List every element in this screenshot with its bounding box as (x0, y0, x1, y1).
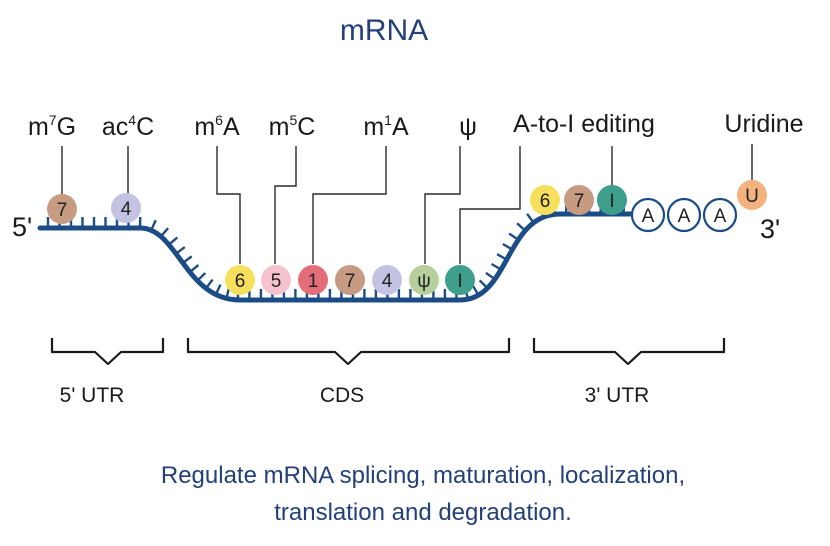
circle-cds-inosine-fill (445, 265, 475, 295)
circle-uridine-fill (737, 180, 767, 210)
caption-line-1: Regulate mRNA splicing, maturation, loca… (161, 462, 685, 489)
label-m7g: m7G (28, 112, 76, 141)
poly-a-2-ring (666, 197, 702, 233)
circle-cds-m1a-fill (298, 265, 328, 295)
circle-3utr-m7g: 7 (564, 185, 594, 215)
circle-cds-m5c-fill (261, 265, 291, 295)
leader-m5c (274, 146, 297, 264)
circle-cds-inosine-label: I (457, 271, 462, 292)
poly-a-3-ring (702, 197, 738, 233)
label-uridine: Uridine (724, 110, 803, 138)
poly-a-1-ring (630, 197, 666, 233)
circle-cds-m1a-label: 1 (308, 271, 319, 292)
circle-5utr-m7g: 7 (47, 194, 77, 224)
circle-cds-m5c-label: 5 (271, 271, 282, 292)
leader-a-to-i-cds (459, 146, 521, 264)
circle-uridine: U (737, 180, 767, 210)
label-m5c: m5C (269, 112, 316, 141)
circle-cds-pseudouridine: ψ (409, 265, 439, 295)
circle-cds-m7g-fill (335, 265, 365, 295)
label-m1a: m1A (363, 112, 409, 141)
region-label-cds: CDS (320, 384, 364, 407)
circle-5utr-ac4c: 4 (111, 193, 141, 223)
circle-cds-ac4c-label: 4 (382, 271, 393, 292)
brace-cds (186, 338, 511, 366)
poly-a-3: A (702, 197, 738, 233)
five-prime-label: 5' (12, 212, 32, 242)
brace-5utr (50, 338, 165, 366)
circle-3utr-inosine: I (597, 185, 627, 215)
circle-3utr-inosine-fill (597, 185, 627, 215)
circle-5utr-ac4c-fill (111, 193, 141, 223)
circle-cds-m7g: 7 (335, 265, 365, 295)
label-pseudouridine: ψ (459, 113, 477, 141)
circle-cds-m6a-fill (225, 265, 255, 295)
poly-a-2: A (666, 197, 702, 233)
circle-cds-pseudouridine-fill (409, 265, 439, 295)
poly-a-2-label: A (678, 206, 691, 227)
circle-3utr-m6a-fill (530, 185, 560, 215)
circle-3utr-m6a: 6 (530, 185, 560, 215)
leader-pseudouridine (424, 146, 461, 264)
poly-a-1: A (630, 197, 666, 233)
circle-cds-m6a: 6 (225, 265, 255, 295)
leader-m1a (312, 146, 387, 264)
circle-5utr-m7g-label: 7 (57, 200, 68, 221)
mrna-strand (37, 211, 635, 303)
circle-cds-m6a-label: 6 (235, 271, 246, 292)
diagram-title: mRNA (340, 14, 428, 47)
circle-cds-m1a: 1 (298, 265, 328, 295)
circle-5utr-m7g-fill (47, 194, 77, 224)
circle-cds-ac4c: 4 (372, 265, 402, 295)
circle-3utr-inosine-label: I (609, 191, 614, 212)
circle-uridine-label: U (745, 186, 759, 207)
label-a-to-i-editing: A-to-I editing (513, 110, 655, 138)
leader-m6a (216, 146, 241, 264)
circle-3utr-m7g-fill (564, 185, 594, 215)
circle-5utr-ac4c-label: 4 (121, 199, 132, 220)
circle-3utr-m6a-label: 6 (540, 191, 551, 212)
label-ac4c: ac4C (102, 112, 154, 141)
poly-a-tail: A A A (630, 197, 738, 233)
poly-a-1-label: A (642, 206, 655, 227)
region-label-3utr: 3' UTR (585, 384, 650, 407)
circle-cds-m7g-label: 7 (345, 271, 356, 292)
label-m6a: m6A (194, 112, 240, 141)
circle-cds-m5c: 5 (261, 265, 291, 295)
poly-a-3-label: A (714, 206, 727, 227)
three-prime-label: 3' (760, 214, 780, 244)
caption-line-2: translation and degradation. (274, 499, 572, 526)
circle-cds-pseudouridine-label: ψ (417, 271, 431, 292)
circle-cds-inosine: I (445, 265, 475, 295)
circle-3utr-m7g-label: 7 (574, 191, 585, 212)
circle-cds-ac4c-fill (372, 265, 402, 295)
region-label-5utr: 5' UTR (60, 384, 125, 407)
brace-3utr (532, 338, 726, 366)
leader-lines (61, 144, 753, 264)
